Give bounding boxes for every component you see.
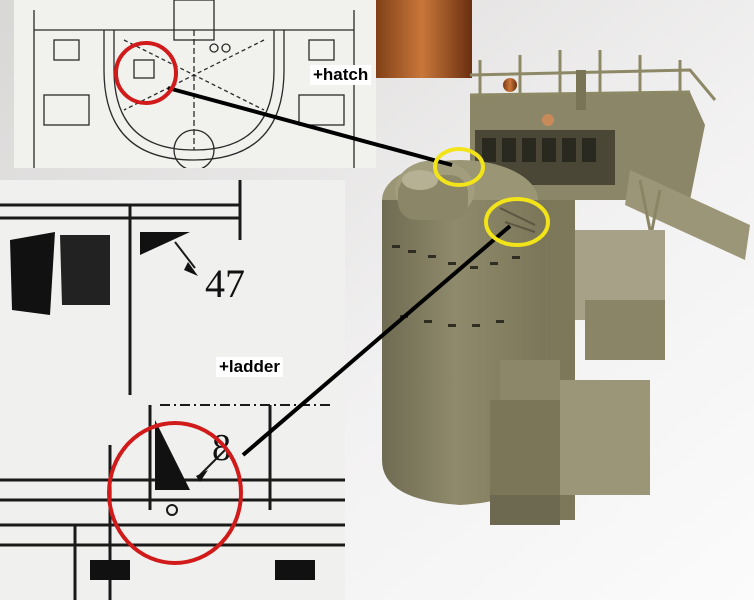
ladder-leader-line bbox=[241, 224, 512, 457]
part-number-47: 47 bbox=[205, 261, 245, 306]
ladder-drawing-circle bbox=[107, 421, 243, 565]
side-drawing-inset bbox=[0, 180, 345, 600]
ladder-label: +ladder bbox=[216, 357, 283, 377]
hatch-leader-line bbox=[167, 86, 453, 167]
hatch-model-circle bbox=[433, 147, 485, 187]
hatch-drawing-circle bbox=[114, 41, 178, 105]
ladder-model-circle bbox=[484, 197, 550, 247]
hatch-label: +hatch bbox=[310, 65, 372, 85]
